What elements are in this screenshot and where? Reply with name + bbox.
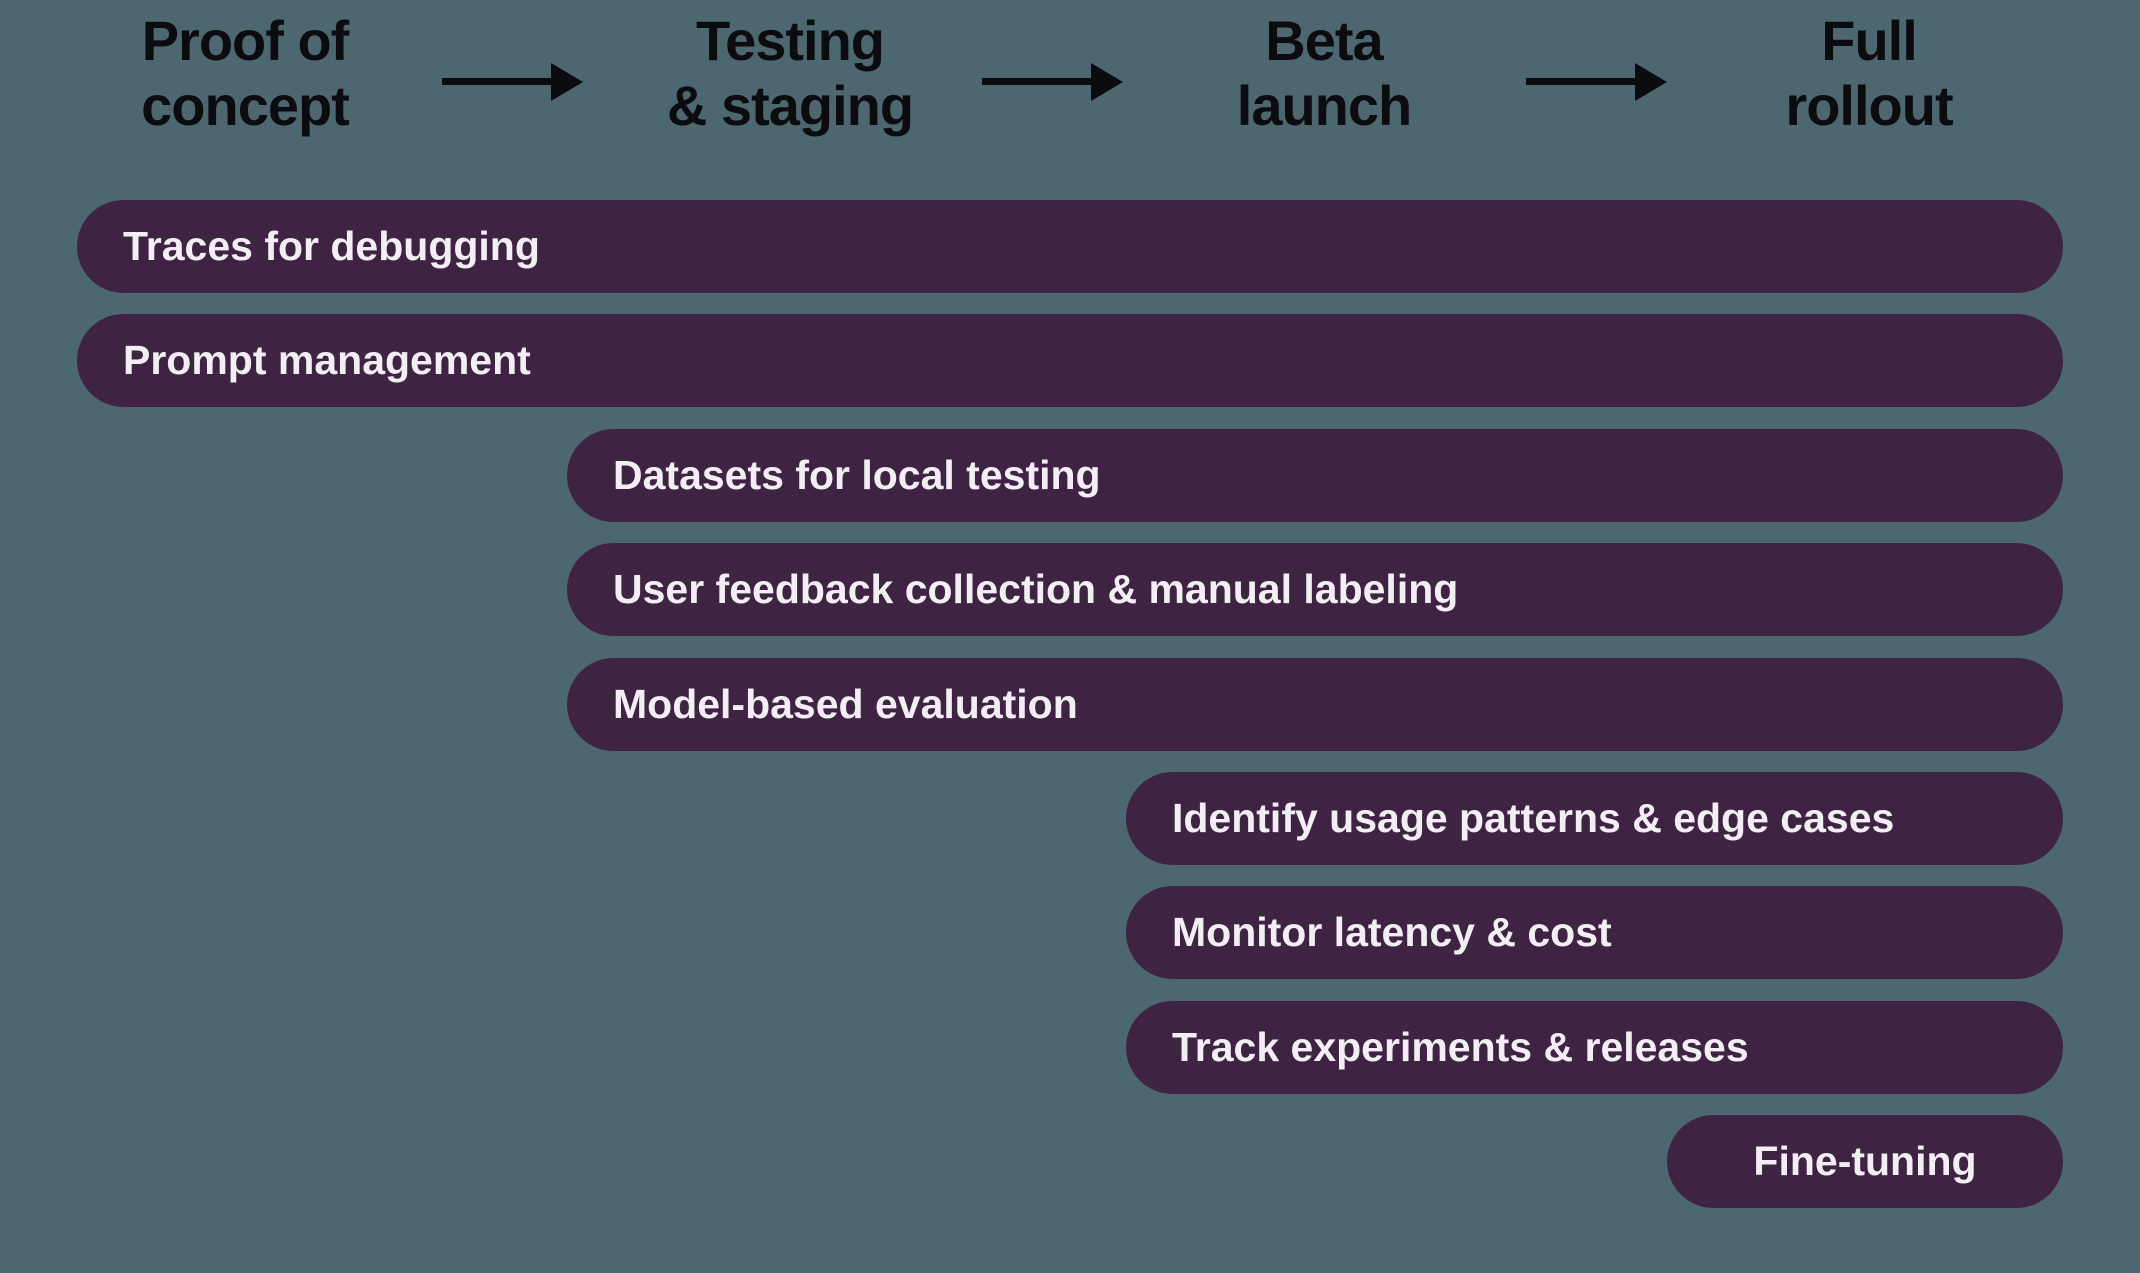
arrow-right-icon	[1526, 62, 1667, 102]
bar-label: Traces for debugging	[123, 223, 540, 269]
arrow-head	[1091, 63, 1123, 101]
stage-label-proof-of-concept: Proof of concept	[141, 9, 350, 137]
bar-track-experiments-releases: Track experiments & releases	[1126, 1001, 2063, 1094]
bar-monitor-latency-cost: Monitor latency & cost	[1126, 886, 2063, 979]
bar-identify-usage-patterns: Identify usage patterns & edge cases	[1126, 772, 2063, 865]
bar-label: User feedback collection & manual labeli…	[613, 566, 1459, 612]
arrow-head	[551, 63, 583, 101]
bar-label: Track experiments & releases	[1172, 1024, 1749, 1070]
arrow-shaft	[1526, 78, 1643, 85]
bar-label: Datasets for local testing	[613, 452, 1101, 498]
stage-label-testing-staging: Testing & staging	[666, 9, 914, 137]
bar-model-based-evaluation: Model-based evaluation	[567, 658, 2063, 751]
stage-label-beta-launch: Beta launch	[1236, 9, 1412, 137]
arrow-shaft	[982, 78, 1099, 85]
bar-label: Identify usage patterns & edge cases	[1172, 795, 1895, 841]
arrow-head	[1635, 63, 1667, 101]
bar-user-feedback-collection: User feedback collection & manual labeli…	[567, 543, 2063, 636]
bar-label: Prompt management	[123, 337, 531, 383]
arrow-right-icon	[982, 62, 1123, 102]
bar-label: Model-based evaluation	[613, 681, 1078, 727]
bar-traces-for-debugging: Traces for debugging	[77, 200, 2063, 293]
arrow-shaft	[442, 78, 559, 85]
bar-datasets-for-local-testing: Datasets for local testing	[567, 429, 2063, 522]
stage-label-full-rollout: Full rollout	[1785, 9, 1953, 137]
bar-fine-tuning: Fine-tuning	[1667, 1115, 2063, 1208]
bar-label: Fine-tuning	[1753, 1138, 1977, 1184]
arrow-right-icon	[442, 62, 583, 102]
bar-label: Monitor latency & cost	[1172, 909, 1612, 955]
bar-prompt-management: Prompt management	[77, 314, 2063, 407]
